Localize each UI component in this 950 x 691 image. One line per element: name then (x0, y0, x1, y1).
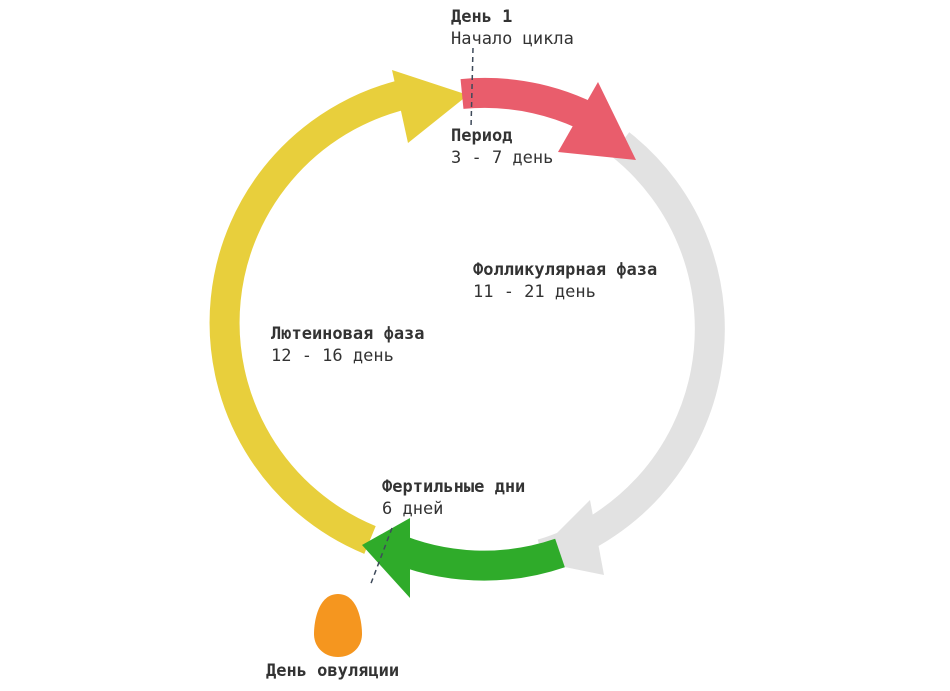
luteal-subtitle: 12 - 16 день (271, 346, 394, 367)
period-label: Период 3 - 7 день (451, 125, 553, 169)
follicular-subtitle: 11 - 21 день (473, 282, 596, 303)
fertile-subtitle: 6 дней (382, 499, 444, 520)
day1-title: День 1 (451, 7, 513, 27)
follicular-label: Фолликулярная фаза 11 - 21 день (473, 259, 657, 303)
day1-dashed-marker (470, 47, 474, 129)
period-subtitle: 3 - 7 день (451, 148, 554, 169)
ovulation-dashed-marker (369, 527, 393, 587)
luteal-title: Лютеиновая фаза (271, 324, 425, 344)
luteal-phase-arrowhead (392, 70, 468, 143)
fertile-title: Фертильные дни (382, 477, 526, 497)
follicular-phase-arc (537, 132, 725, 569)
ovulation-egg-icon (314, 594, 362, 657)
fertile-label: Фертильные дни 6 дней (382, 476, 525, 520)
ovulation-title: День овуляции (266, 661, 400, 681)
fertile-days-arc (384, 532, 565, 581)
period-title: Период (451, 126, 513, 146)
ovulation-label: День овуляции (266, 660, 399, 682)
follicular-title: Фолликулярная фаза (473, 260, 658, 280)
period-arrowhead (558, 82, 636, 160)
fertile-days-arrowhead (362, 518, 410, 598)
day1-label: День 1 Начало цикла (451, 6, 574, 50)
luteal-label: Лютеиновая фаза 12 - 16 день (271, 323, 425, 367)
luteal-phase-arc (209, 77, 418, 554)
day1-subtitle: Начало цикла (451, 29, 574, 50)
